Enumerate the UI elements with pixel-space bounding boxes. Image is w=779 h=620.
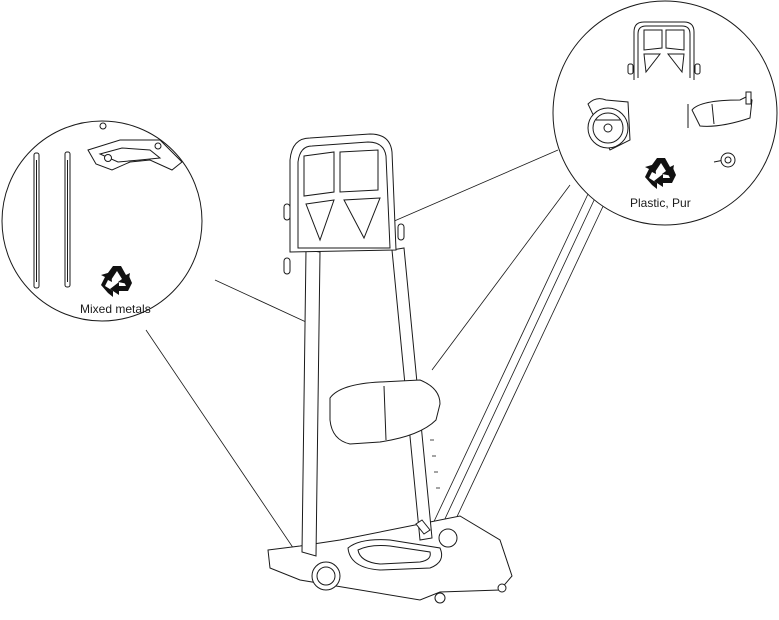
wheel-part	[587, 98, 631, 151]
callout-right-circle	[552, 0, 778, 226]
leader-right-4	[435, 195, 597, 539]
height-marks	[430, 439, 440, 489]
leader-right-2	[431, 184, 571, 371]
stand-device	[267, 133, 513, 604]
label-plastic-pur: Plastic, Pur	[630, 196, 691, 210]
knob-part	[713, 152, 736, 168]
leader-right-1	[391, 149, 559, 223]
metal-base-part	[87, 122, 183, 171]
leader-left-bottom	[145, 329, 301, 559]
callout-left	[1, 120, 203, 322]
leader-left-top	[214, 279, 307, 323]
label-mixed-metals: Mixed metals	[80, 302, 151, 316]
backrest	[289, 133, 397, 253]
leader-lines	[145, 149, 607, 559]
leader-right-3	[429, 193, 589, 531]
rear-wheel	[438, 528, 458, 548]
kneepad-part	[687, 91, 753, 128]
callout-right	[552, 0, 778, 226]
callout-left-circle	[1, 120, 203, 322]
backrest-part	[627, 21, 701, 80]
front-wheel	[311, 561, 341, 591]
metal-rods	[33, 151, 71, 289]
leader-right-5	[445, 199, 607, 541]
